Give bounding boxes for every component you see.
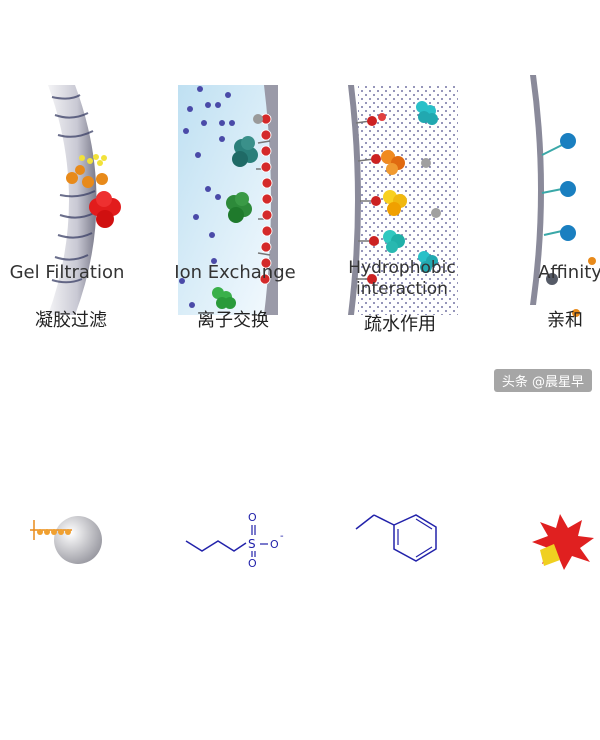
affinity-ligands [541,144,563,236]
cyan-protein-mid [383,230,405,253]
affinity-targets [560,133,576,241]
resin-charges [259,113,273,285]
yellow-protein [383,190,407,216]
hydrophobic-label-line1: Hydrophobic [348,258,456,278]
ion-exchange-label: Ion Exchange [174,262,296,283]
medium-molecules [66,165,108,188]
sulfonate-structure-icon: S O O O - [185,511,284,570]
teal-protein [232,136,258,167]
counter-ions [179,86,235,308]
watermark: 头条 @晨星早 [493,369,592,392]
ion-exchange-label-zh: 离子交换 [197,310,269,331]
green-protein [226,192,252,223]
benzyl-structure-icon [355,514,437,562]
gel-filtration-label: Gel Filtration [9,262,125,283]
gel-pore-lines [51,94,96,284]
cyan-protein-bottom [418,251,438,273]
gel-filtration-icon [30,516,102,564]
hydrophobic-label: Hydrophobic interaction [327,258,477,300]
hydrophobic-resin-surface [348,85,361,315]
affinity-label: Affinity [538,262,600,283]
hydrophobic-label-line2: interaction [356,279,448,299]
gel-filtration-label-zh: 凝胶过滤 [35,310,107,331]
affinity-label-zh: 亲和 [547,310,583,331]
free-protein [212,287,236,309]
hydrophobic-illustration [348,85,458,315]
affinity-illustration [530,75,596,317]
gel-filtration-illustration [48,85,121,315]
affinity-icon [532,514,594,570]
cyan-protein-top [416,101,438,125]
sulfur-atom: S [248,537,256,551]
ion-exchange-illustration [178,85,278,315]
negative-charge: - [280,531,284,542]
oxygen-bottom: O [248,557,257,570]
large-molecule [89,191,121,228]
oxygen-top: O [248,511,257,524]
orange-protein [381,150,405,175]
small-molecules [79,154,107,166]
hydrophobic-label-zh: 疏水作用 [364,314,436,335]
affinity-resin-surface [530,75,544,305]
oxygen-right: O [270,538,279,551]
